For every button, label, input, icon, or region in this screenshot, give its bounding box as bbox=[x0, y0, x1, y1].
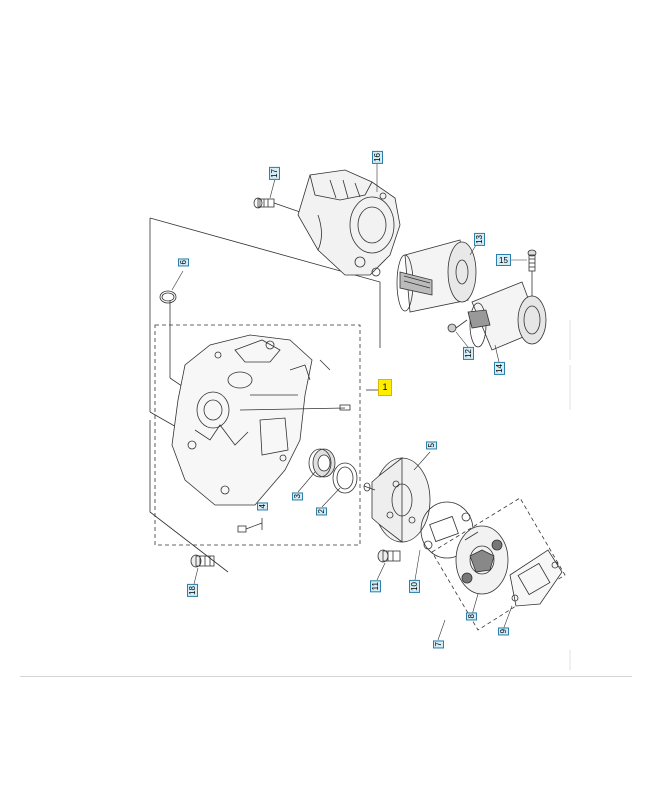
bolt-part-11 bbox=[377, 549, 401, 563]
leader-lines bbox=[171, 163, 527, 641]
callout-7: 7 bbox=[433, 640, 444, 649]
callout-12: 12 bbox=[463, 347, 474, 360]
callout-5: 5 bbox=[426, 441, 437, 450]
callout-1-highlighted: 1 bbox=[378, 379, 392, 396]
assembly-frame-lines bbox=[149, 217, 566, 631]
pin-part-4 bbox=[237, 522, 263, 533]
callout-11: 11 bbox=[370, 580, 381, 593]
flywheel-part-5 bbox=[363, 457, 431, 543]
callout-8: 8 bbox=[466, 612, 477, 621]
tube-part-14 bbox=[467, 281, 547, 351]
callout-3: 3 bbox=[292, 492, 303, 501]
callout-13: 13 bbox=[474, 233, 485, 246]
seal-part-2 bbox=[332, 462, 358, 494]
plate-part-9 bbox=[509, 549, 563, 607]
callout-9: 9 bbox=[498, 627, 509, 636]
crankcase-dashed-group bbox=[154, 324, 361, 546]
callout-10: 10 bbox=[409, 580, 420, 593]
callout-6: 6 bbox=[178, 258, 189, 267]
callout-18: 18 bbox=[187, 584, 198, 597]
callout-15: 15 bbox=[496, 254, 511, 266]
bolt-part-18 bbox=[190, 554, 215, 568]
cylinder-housing-part-16 bbox=[297, 169, 401, 277]
oring-part-6 bbox=[159, 290, 177, 304]
bearing-part-3 bbox=[308, 448, 336, 478]
bolt-part-17 bbox=[253, 197, 301, 213]
clutch-part-8 bbox=[455, 525, 509, 595]
nut-part-12 bbox=[447, 319, 468, 333]
screw-part-15 bbox=[527, 249, 537, 300]
clutch-dashed-group bbox=[431, 497, 566, 631]
sleeve-part-13 bbox=[396, 239, 477, 313]
page-divider bbox=[20, 676, 632, 677]
callout-16: 16 bbox=[372, 151, 383, 164]
dowel-pin bbox=[339, 404, 351, 411]
callout-17: 17 bbox=[269, 167, 280, 180]
callout-4: 4 bbox=[257, 502, 268, 511]
callout-14: 14 bbox=[494, 362, 505, 375]
crankcase-part-1 bbox=[171, 334, 346, 506]
callout-2: 2 bbox=[316, 507, 327, 516]
